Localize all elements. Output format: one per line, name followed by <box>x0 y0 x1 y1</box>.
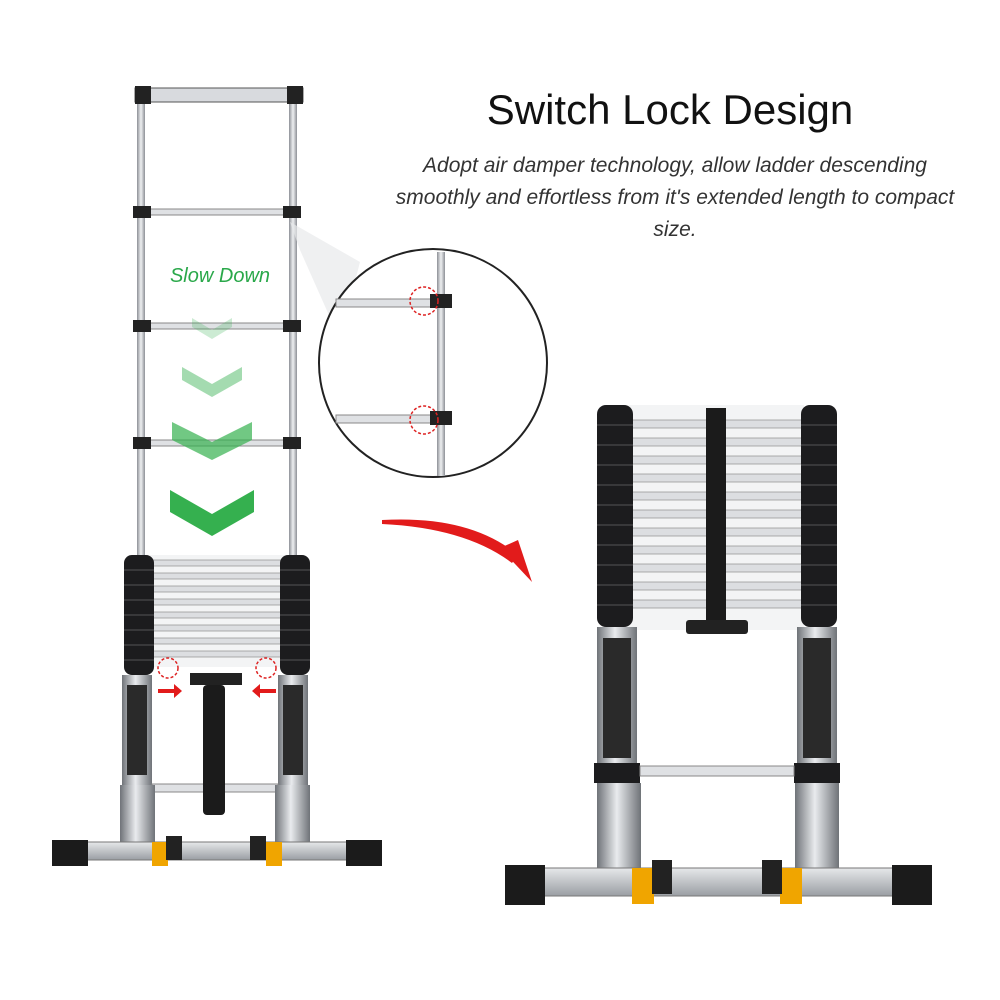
chevron-down-icon <box>170 318 254 536</box>
feature-description: Adopt air damper technology, allow ladde… <box>395 154 955 241</box>
curved-arrow-icon <box>382 519 532 582</box>
zoom-circle <box>290 222 548 478</box>
slow-down-label: Slow Down <box>169 265 271 287</box>
extended-ladder <box>52 86 382 866</box>
collapsed-ladder <box>505 405 932 905</box>
page-title: Switch Lock Design <box>486 86 854 133</box>
